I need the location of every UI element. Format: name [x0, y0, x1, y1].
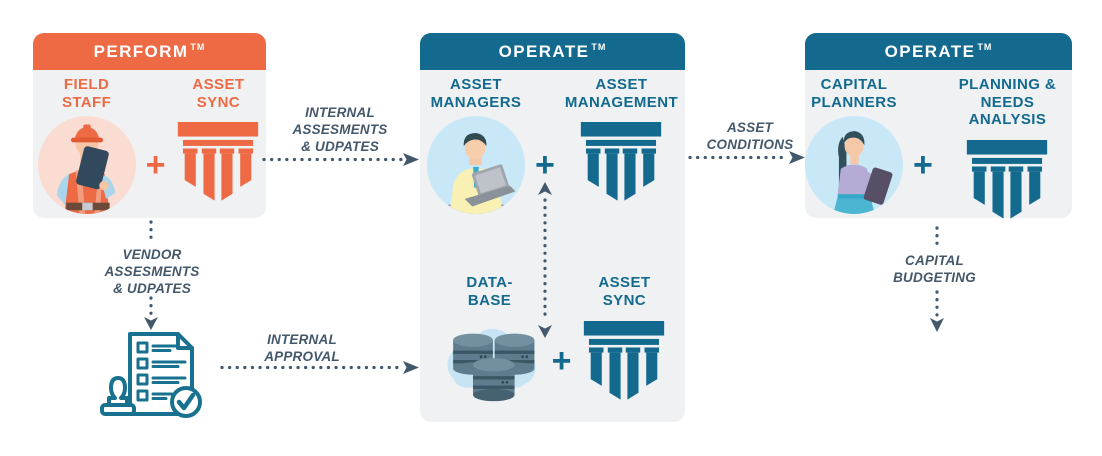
database-cloud-illustration [447, 328, 535, 401]
internal-approval-arrow [220, 361, 419, 374]
asset-manager-laptop-illustration [426, 116, 525, 215]
perform-panel-body: FIELD STAFF [33, 70, 266, 215]
plus-icon: + [913, 146, 933, 184]
database-item: DATA- BASE [438, 274, 542, 406]
pillar-icon [175, 122, 261, 204]
vendor-assessments-label: VENDOR ASSESMENTS & UDPATES [104, 247, 200, 297]
asset-sync-item: ASSET SYNC [175, 76, 261, 204]
internal-assessments-label: INTERNAL ASSESMENTS & UDPATES [292, 105, 388, 155]
field-staff-worker-illustration [37, 116, 136, 215]
plus-icon: + [145, 146, 166, 184]
asset-managers-label: ASSET MANAGERS [430, 76, 522, 111]
perform-title: PERFORM [93, 41, 189, 61]
asset-management-sync-double-arrow [538, 182, 552, 338]
capital-planners-label: CAPITAL PLANNERS [811, 76, 897, 111]
operate-right-panel-body: CAPITAL PLANNERS [805, 70, 1072, 222]
internal-approval-label: INTERNAL APPROVAL [264, 332, 340, 365]
asset-conditions-label: ASSET CONDITIONS [706, 120, 794, 153]
plus-icon: + [534, 146, 555, 184]
stamp-checklist-icon [100, 332, 202, 418]
asset-sync-label-2: ASSET SYNC [598, 274, 651, 310]
vendor-assessments-arrow [144, 220, 158, 330]
capital-planners-item: CAPITAL PLANNERS [805, 76, 903, 215]
operate-right-trademark: TM [977, 41, 993, 52]
pillar-icon [581, 321, 667, 403]
capital-budgeting-arrow [930, 226, 944, 332]
operate-center-rows: ASSET MANAGERS [420, 70, 685, 407]
asset-conditions-arrow [688, 151, 805, 164]
plus-icon: + [551, 342, 572, 381]
asset-sync-item-2: ASSET SYNC [581, 274, 667, 402]
pillar-icon [964, 140, 1050, 222]
perform-trademark: TM [190, 41, 206, 52]
planning-needs-item: PLANNING & NEEDS ANALYSIS [943, 76, 1072, 222]
operate-right-title: OPERATE [884, 41, 976, 61]
field-staff-label: FIELD STAFF [61, 76, 112, 111]
asset-sync-label: ASSET SYNC [192, 76, 245, 111]
field-staff-item: FIELD STAFF [37, 76, 136, 215]
database-row: DATA- BASE [420, 268, 685, 406]
capital-planner-illustration [805, 116, 903, 215]
database-label: DATA- BASE [466, 274, 513, 310]
operate-center-title: OPERATE [498, 41, 590, 61]
asset-managers-row: ASSET MANAGERS [420, 70, 685, 215]
planning-needs-label: PLANNING & NEEDS ANALYSIS [958, 76, 1057, 129]
capital-budgeting-label: CAPITAL BUDGETING [893, 253, 976, 286]
asset-management-item: ASSET MANAGEMENT [565, 76, 678, 204]
pillar-icon [578, 122, 664, 204]
asset-management-label: ASSET MANAGEMENT [564, 76, 679, 111]
asset-managers-item: ASSET MANAGERS [426, 76, 525, 215]
internal-assessments-arrow [262, 153, 419, 166]
operate-center-trademark: TM [591, 41, 607, 52]
